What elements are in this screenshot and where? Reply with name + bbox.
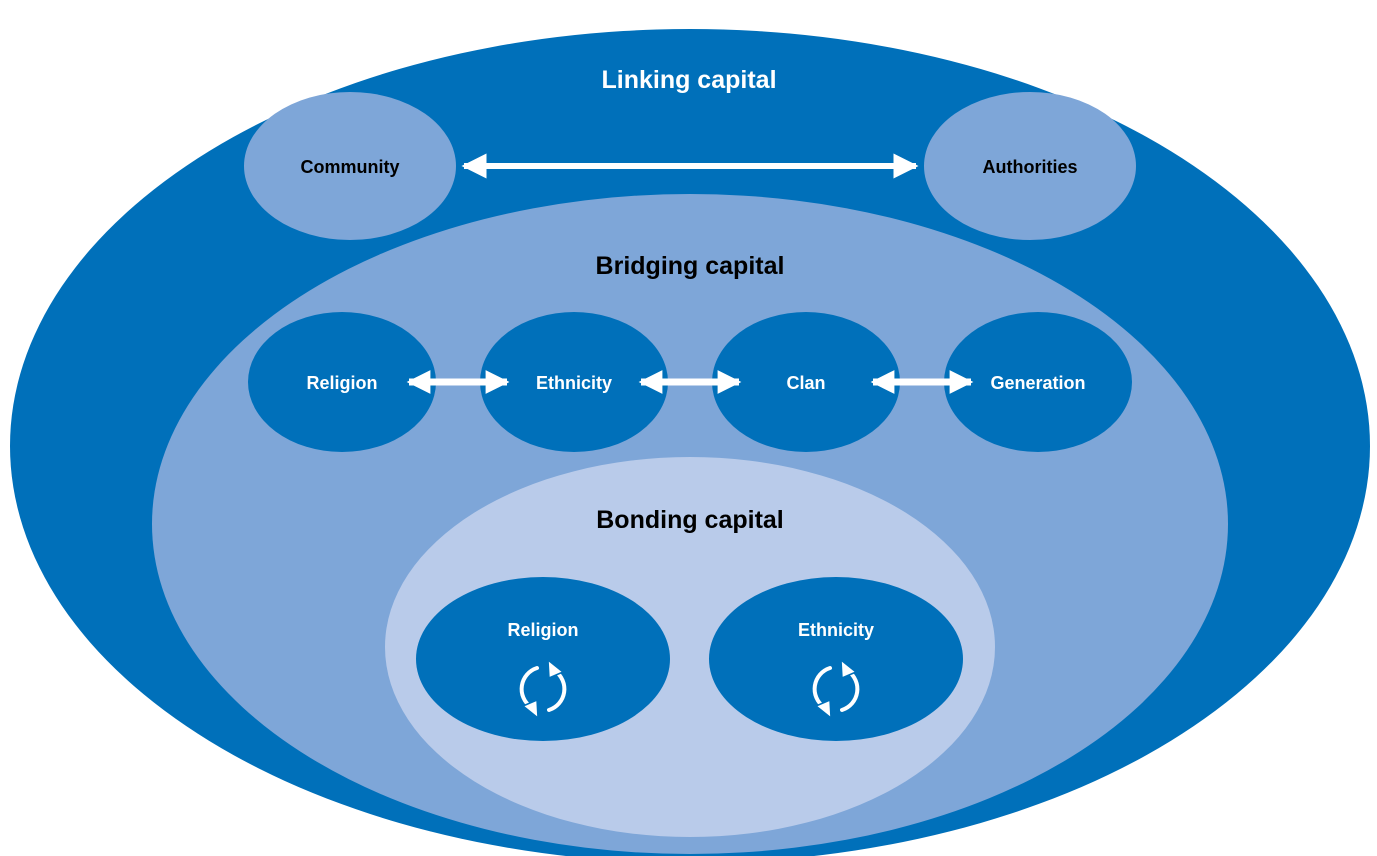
bridging-ethnicity-label: Ethnicity — [536, 373, 612, 393]
bridging-religion-label: Religion — [307, 373, 378, 393]
bridging-generation-label: Generation — [990, 373, 1085, 393]
community-node — [244, 92, 456, 240]
bridging-ethnicity-node — [480, 312, 668, 452]
authorities-label: Authorities — [982, 157, 1077, 177]
bridging-generation-node — [944, 312, 1132, 452]
authorities-node — [924, 92, 1136, 240]
cycle-arrows-icon — [810, 658, 862, 720]
bonding-ethnicity-node — [709, 577, 963, 741]
bridging-clan-label: Clan — [786, 373, 825, 393]
bridging-clan-node — [712, 312, 900, 452]
bonding-religion-label: Religion — [508, 620, 579, 640]
community-label: Community — [301, 157, 400, 177]
bridging-religion-node — [248, 312, 436, 452]
linking-capital-title: Linking capital — [601, 66, 776, 94]
bridging-capital-title: Bridging capital — [596, 252, 785, 280]
bonding-capital-title: Bonding capital — [596, 506, 784, 534]
bonding-capital-ellipse — [385, 457, 995, 837]
bonding-ethnicity-label: Ethnicity — [798, 620, 874, 640]
bonding-religion-node — [416, 577, 670, 741]
cycle-arrows-icon — [517, 658, 569, 720]
